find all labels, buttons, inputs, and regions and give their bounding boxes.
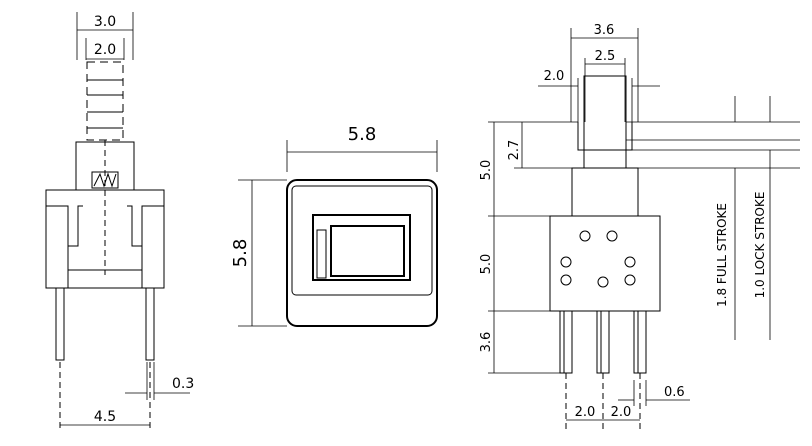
pin-hole xyxy=(606,230,618,242)
housing-outer xyxy=(286,179,438,327)
left-pin xyxy=(55,287,65,361)
dim-inner-2-0: 2.0 xyxy=(94,42,116,58)
dim-top-outer-3-6: 3.6 xyxy=(594,23,615,38)
pin-hole xyxy=(624,256,636,268)
button-face xyxy=(330,225,405,277)
pin-right xyxy=(633,310,647,374)
pin-left xyxy=(559,310,573,374)
dim-pitch-1: 2.0 xyxy=(575,405,596,420)
dim-side-2-0: 2.0 xyxy=(544,69,565,84)
dim-pin-0-3: 0.3 xyxy=(172,376,194,392)
dim-body-5-0: 5.0 xyxy=(479,254,494,275)
pin-middle xyxy=(596,310,610,374)
switch-body xyxy=(549,215,661,312)
dim-pin-width-0-6: 0.6 xyxy=(664,385,685,400)
stem xyxy=(583,75,627,169)
actuator xyxy=(571,167,639,217)
pin-hole xyxy=(597,276,609,288)
dim-top-3-0: 3.0 xyxy=(94,14,116,30)
full-stroke-label: 1.8 FULL STROKE xyxy=(715,203,729,307)
dim-pitch-2: 2.0 xyxy=(611,405,632,420)
middle-top-view: 5.8 5.8 xyxy=(230,124,438,327)
lock-stroke-label: 1.0 LOCK STROKE xyxy=(753,192,767,299)
pin-hole xyxy=(624,274,636,286)
dim-top-inner-2-5: 2.5 xyxy=(595,49,616,64)
button-outer xyxy=(312,214,411,281)
button-slot xyxy=(316,229,327,279)
dim-height-5-8: 5.8 xyxy=(230,239,251,268)
right-pin xyxy=(145,287,155,361)
pin-hole xyxy=(560,274,572,286)
right-front-view: 3.6 2.5 2.0 xyxy=(479,23,800,430)
dim-stroke-2-7: 2.7 xyxy=(507,140,522,161)
dim-bottom-4-5: 4.5 xyxy=(94,409,116,425)
dim-width-5-8: 5.8 xyxy=(348,124,377,145)
left-side-view: 3.0 2.0 0.3 xyxy=(45,12,194,430)
pin-hole xyxy=(579,230,591,242)
dim-pin-3-6: 3.6 xyxy=(479,332,494,353)
housing-inner xyxy=(291,185,433,296)
pin-hole xyxy=(560,256,572,268)
dim-actuator-5-0: 5.0 xyxy=(479,160,494,181)
